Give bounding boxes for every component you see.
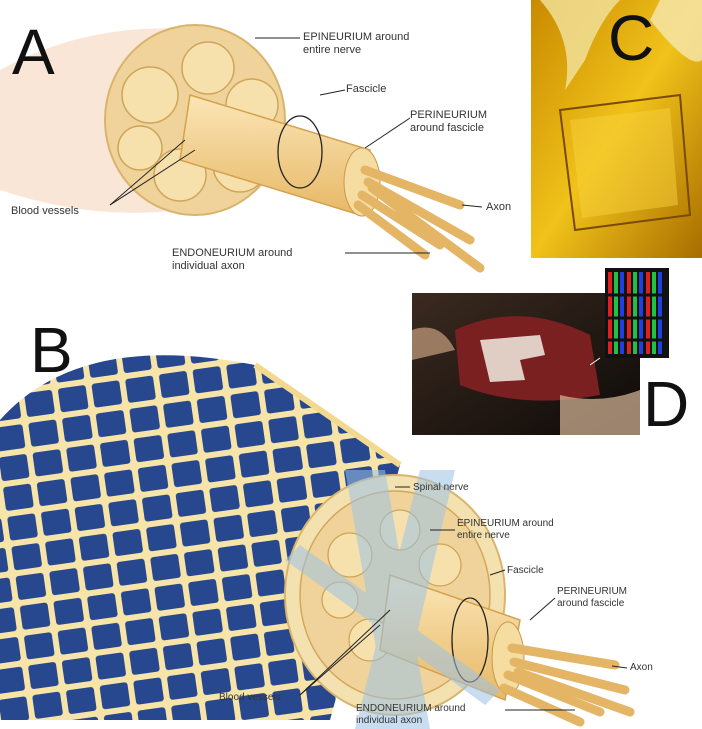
panel-label-c: C bbox=[608, 6, 654, 70]
panel-a-endoneurium-label-line2: individual axon bbox=[172, 260, 245, 273]
panel-a-illustration bbox=[0, 25, 482, 268]
panel-a-axon-label: Axon bbox=[486, 201, 511, 214]
panel-b-blood-vessels-label: Blood vessels bbox=[219, 691, 281, 704]
panel-b-axon-label: Axon bbox=[630, 661, 653, 674]
panel-b-epineurium-label-line2: entire nerve bbox=[457, 529, 510, 542]
panel-label-b: B bbox=[30, 318, 73, 382]
panel-a-perineurium-label-line2: around fascicle bbox=[410, 122, 484, 135]
panel-b-spinal-nerve-label: Spinal nerve bbox=[413, 481, 469, 494]
panel-b-fascicle-label: Fascicle bbox=[507, 564, 544, 577]
panel-a-blood-vessels-label: Blood vessels bbox=[11, 205, 79, 218]
panel-label-d: D bbox=[643, 372, 689, 436]
panel-a-epineurium-label-line2: entire nerve bbox=[303, 44, 361, 57]
panel-a-fascicle-label: Fascicle bbox=[346, 83, 386, 96]
panel-b-endoneurium-label-line2: individual axon bbox=[356, 714, 422, 727]
panel-a-endoneurium-label-line1: ENDONEURIUM around bbox=[172, 247, 292, 260]
panel-label-a: A bbox=[12, 20, 55, 84]
panel-a-perineurium-label-line1: PERINEURIUM bbox=[410, 109, 487, 122]
panel-a-epineurium-label-line1: EPINEURIUM around bbox=[303, 31, 409, 44]
panel-b-perineurium-label-line2: around fascicle bbox=[557, 597, 624, 610]
